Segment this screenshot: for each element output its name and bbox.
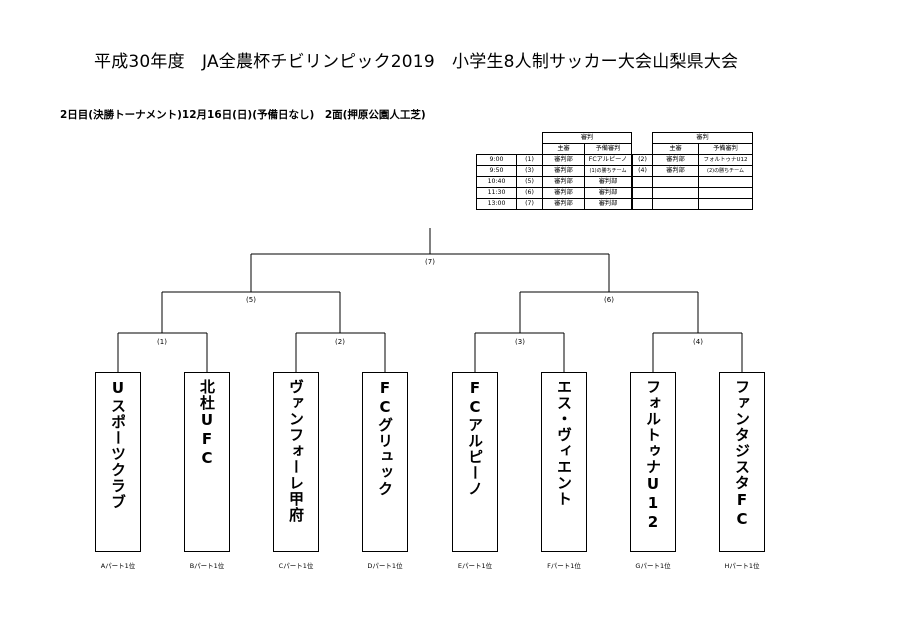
match-label-1: (1): [157, 338, 167, 346]
table-row: [632, 187, 753, 199]
team-seed-label: Aパート1位: [100, 562, 136, 570]
table-row: (2) 審判部 フォルトゥナU12: [632, 154, 753, 166]
referee-schedule-table-right: 審判 主審 予備審判 (2) 審判部 フォルトゥナU12 (4) 審判部 (2)…: [632, 132, 753, 210]
team-name: FCグリュック: [376, 379, 394, 497]
team-box: エス・ヴィエント: [541, 372, 587, 552]
team-name: フォルトゥナU12: [644, 379, 662, 532]
page-title: 平成30年度 JA全農杯チビリンピック2019 小学生8人制サッカー大会山梨県大…: [94, 52, 739, 72]
match-label-3: (3): [515, 338, 525, 346]
match-label-2: (2): [335, 338, 345, 346]
team-seed-label: Bパート1位: [189, 562, 225, 570]
team-seed-label: Cパート1位: [278, 562, 314, 570]
team-box: 北杜UFC: [184, 372, 230, 552]
team-box: フォルトゥナU12: [630, 372, 676, 552]
team-box: FCアルピーノ: [452, 372, 498, 552]
table-row: 11:30 (6) 審判部 審判部: [476, 187, 632, 199]
page-subtitle: 2日目(決勝トーナメント)12月16日(日)(予備日なし) 2面(押原公園人工芝…: [60, 109, 426, 121]
table-row: 9:50 (3) 審判部 (1)の勝ちチーム: [476, 165, 632, 177]
table-row: 10:40 (5) 審判部 審判部: [476, 176, 632, 188]
match-label-6: (6): [604, 296, 614, 304]
team-seed-label: Dパート1位: [367, 562, 403, 570]
team-name: Uスポーツクラブ: [109, 379, 127, 510]
team-seed-label: Hパート1位: [724, 562, 760, 570]
team-box: FCグリュック: [362, 372, 408, 552]
team-box: ヴァンフォーレ甲府: [273, 372, 319, 552]
referee-schedule-table-left: 審判 主審 予備審判 9:00 (1) 審判部 FCアルピーノ 9:50 (3)…: [476, 132, 632, 210]
team-seed-label: Gパート1位: [635, 562, 671, 570]
team-name: エス・ヴィエント: [555, 379, 573, 507]
team-seed-label: Eパート1位: [457, 562, 493, 570]
match-label-5: (5): [246, 296, 256, 304]
team-name: FCアルピーノ: [466, 379, 484, 497]
match-label-7: (7): [425, 258, 435, 266]
table-row: 13:00 (7) 審判部 審判部: [476, 198, 632, 210]
table-row: [632, 198, 753, 210]
team-name: 北杜UFC: [198, 379, 216, 468]
team-box: Uスポーツクラブ: [95, 372, 141, 552]
team-name: ヴァンフォーレ甲府: [287, 379, 305, 523]
match-label-4: (4): [693, 338, 703, 346]
team-box: ファンタジスタFC: [719, 372, 765, 552]
team-name: ファンタジスタFC: [733, 379, 751, 529]
team-seed-label: Fパート1位: [547, 562, 581, 570]
